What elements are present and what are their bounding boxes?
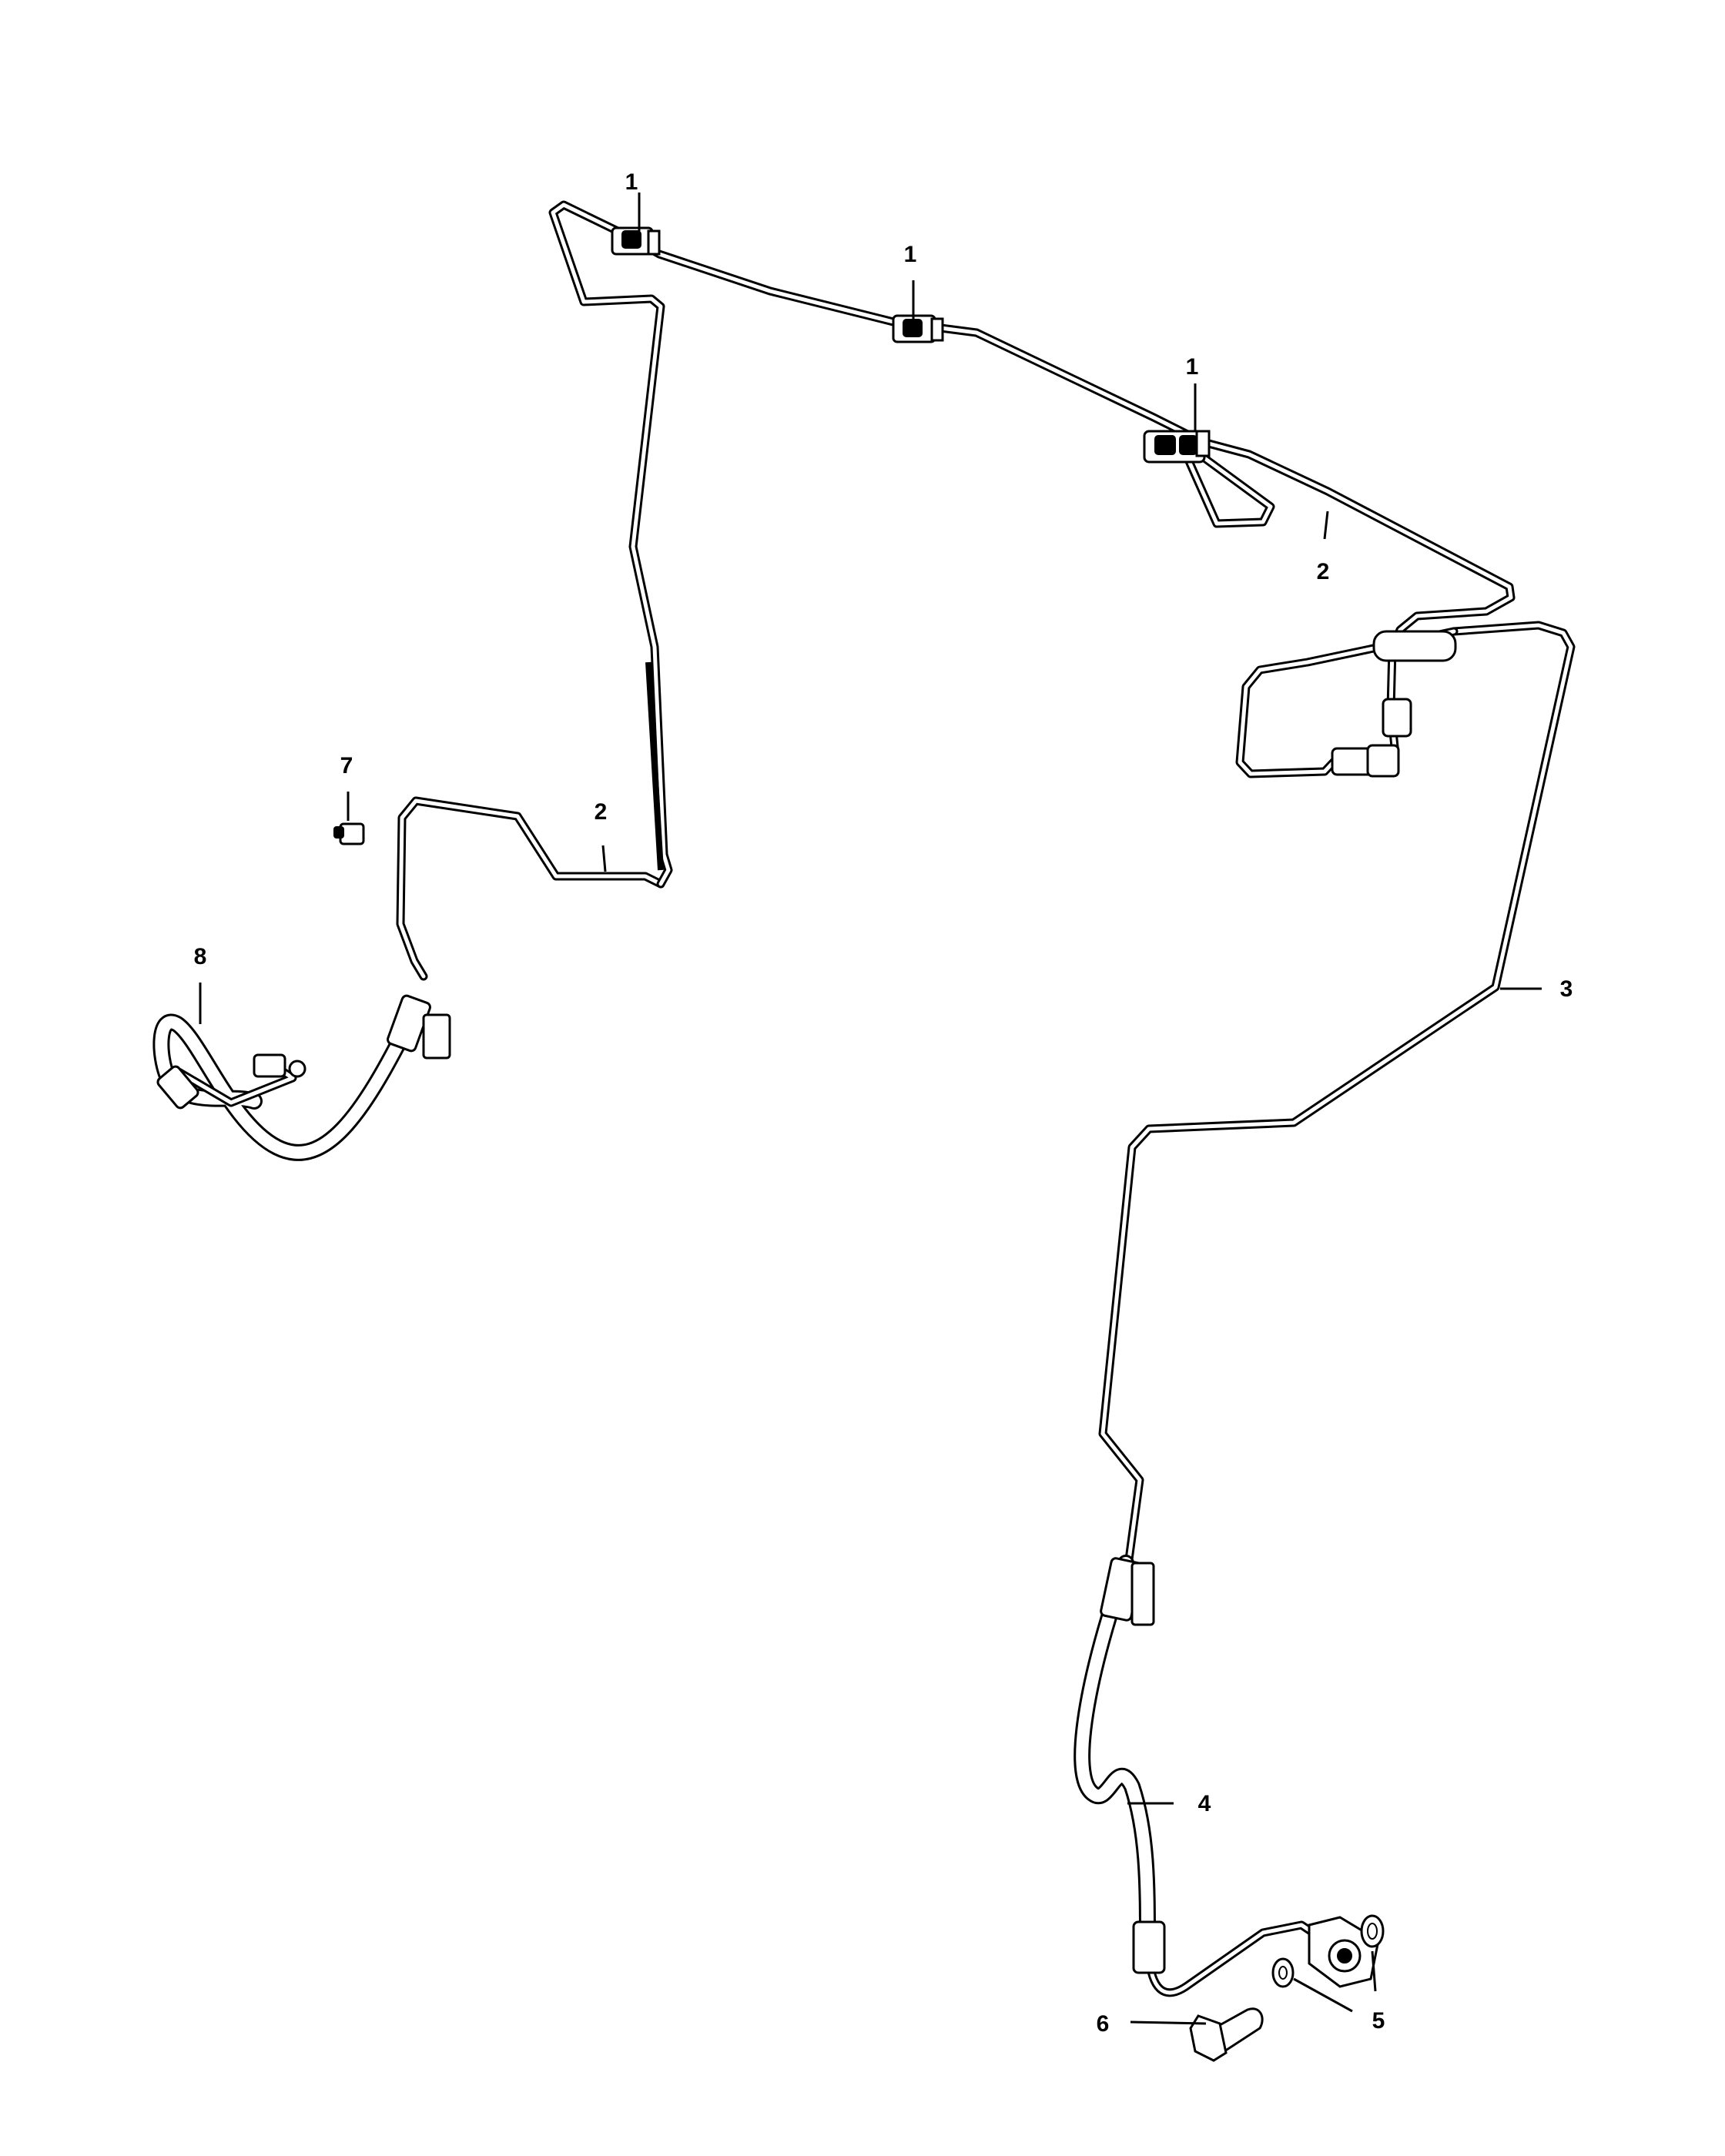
callout-8: 8 [194,944,207,969]
callout-4: 4 [1198,1791,1211,1816]
brake-tube-2 [396,200,1516,981]
leader-lines [199,192,1542,2025]
banjo-bolt-6 [1189,2007,1264,2062]
clip-7 [333,822,365,845]
copper-washers-5 [1271,1914,1385,1988]
callout-2-right: 2 [1317,559,1330,584]
callout-2-left: 2 [595,799,608,825]
callout-1-left: 1 [625,169,638,195]
callout-1-center: 1 [904,242,917,267]
clip-1-left [611,226,661,256]
callout-1-right: 1 [1186,354,1199,380]
callout-3: 3 [1560,976,1573,1002]
brake-hose-4 [1074,1555,1380,1997]
callout-labels: 1 1 1 2 2 3 4 5 6 7 8 [194,169,1573,2037]
callout-7: 7 [340,753,353,778]
brake-hose-8 [152,994,451,1161]
clip-1-right [1143,430,1211,464]
junction-fittings [1331,630,1457,778]
callout-5: 5 [1372,2008,1385,2034]
callout-6: 6 [1097,2011,1110,2037]
clip-1-center [892,314,944,343]
